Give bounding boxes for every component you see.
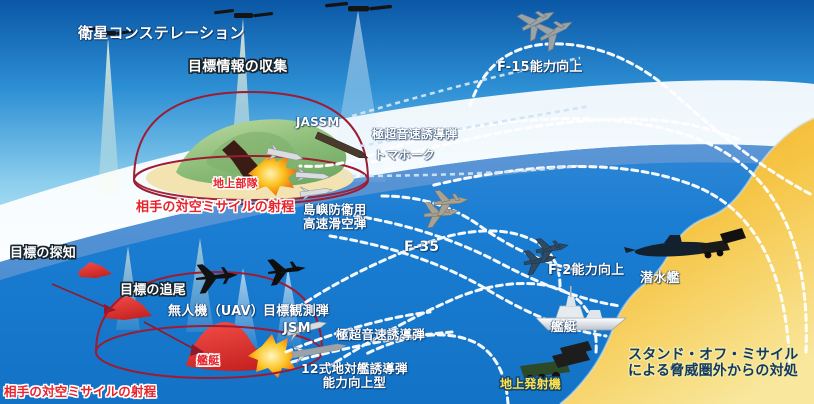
label-hypersonic-missile-upper: 極超音速誘導弾 <box>372 127 458 141</box>
label-f2-capability: F-2能力向上 <box>548 263 625 278</box>
ground-launcher-icon <box>520 341 592 384</box>
target-observation-aircraft-icon <box>267 259 306 286</box>
label-ground-troops: 地上部隊 <box>213 177 258 190</box>
lower-red-targets <box>51 262 300 378</box>
satellite-icon-2 <box>214 8 274 18</box>
label-target-tracking: 目標の追尾 <box>120 283 187 298</box>
ground-launcher-icon-far <box>700 228 746 259</box>
label-enemy-vessel: 艦艇 <box>197 354 220 367</box>
label-enemy-sam-range-upper: 相手の対空ミサイルの射程 <box>136 200 295 215</box>
label-jassm: JASSM <box>296 115 340 129</box>
upper-island <box>146 119 354 200</box>
label-target-detection: 目標の探知 <box>10 246 77 261</box>
inbound-missile-tracks <box>341 56 591 178</box>
satellite-icon-3 <box>325 1 393 12</box>
label-type12-ssm: 12式地対艦誘導弾 能力向上型 <box>301 361 408 390</box>
label-target-observation-round: 目標観測弾 <box>263 304 330 319</box>
label-island-defense-glide: 島嶼防衛用 高速滑空弾 <box>303 202 367 231</box>
label-satellite-constellation: 衛星コンステレーション <box>78 24 245 42</box>
satellite-icon-1 <box>82 26 134 36</box>
label-uav: 無人機（UAV） <box>168 304 264 319</box>
label-standoff-headline: スタンド・オフ・ミサイル による脅威圏外からの対処 <box>628 347 799 379</box>
label-hypersonic-missile-lower: 極超音速誘導弾 <box>336 327 425 342</box>
enemy-sam-dome-upper <box>133 90 369 205</box>
fighter-jet-f15-icon <box>516 10 573 52</box>
label-enemy-sam-range-lower: 相手の対空ミサイルの射程 <box>4 384 157 399</box>
label-target-info-collection: 目標情報の収集 <box>188 59 288 75</box>
label-f15-capability: F-15能力向上 <box>497 60 583 75</box>
label-tomahawk: トマホーク <box>374 148 436 162</box>
label-friendly-vessel: 艦艇 <box>551 319 577 334</box>
label-ground-launcher: 地上発射機 <box>500 377 562 391</box>
label-submarine: 潜水艦 <box>640 271 680 286</box>
label-jsm: JSM <box>283 321 311 336</box>
label-f35: F-35 <box>404 239 440 255</box>
uav-drone-icon <box>196 264 238 294</box>
trajectory-paths <box>284 42 814 404</box>
missile-icon <box>266 131 369 364</box>
fighter-jet-f2-icon <box>523 238 569 276</box>
destroyer-ship-icon <box>535 286 627 331</box>
fighter-jet-f35-icon <box>423 190 469 229</box>
submarine-icon <box>624 235 718 257</box>
